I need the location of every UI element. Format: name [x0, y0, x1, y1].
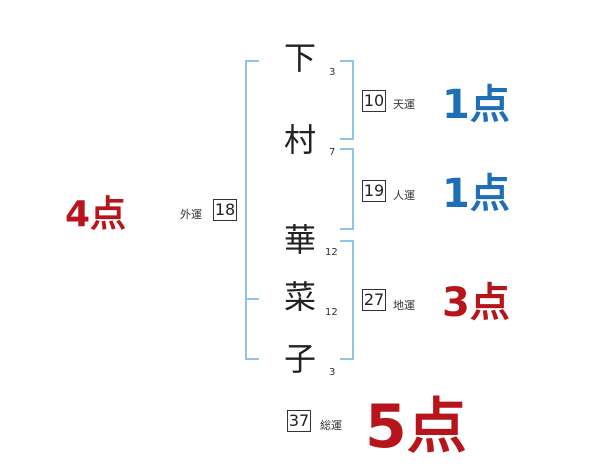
name-char-5: 子	[284, 340, 317, 378]
chiun-score: 3点	[442, 280, 510, 326]
chiun-bracket-top	[340, 240, 354, 242]
outer-bracket-vertical	[245, 60, 247, 360]
name-char-3: 華	[284, 221, 317, 259]
name-char-2: 村	[284, 121, 317, 159]
jinun-score: 1点	[442, 171, 510, 217]
tenun-score: 1点	[442, 82, 510, 128]
tenun-bracket-bottom	[340, 138, 354, 140]
name-char-4: 菜	[284, 278, 317, 316]
tenun-label: 天運	[393, 98, 415, 111]
jinun-bracket-vertical	[352, 148, 354, 230]
chiun-bracket-vertical	[352, 240, 354, 360]
stroke-count-3: 12	[325, 247, 338, 258]
souun-score: 5点	[365, 392, 467, 462]
tenun-bracket-vertical	[352, 60, 354, 140]
gaiun-value-box: 18	[213, 199, 237, 221]
chiun-bracket-bottom	[340, 358, 354, 360]
souun-label: 総運	[320, 419, 342, 432]
jinun-bracket-top	[340, 148, 354, 150]
outer-bracket-bottom	[245, 358, 259, 360]
stroke-count-4: 12	[325, 307, 338, 318]
gaiun-score: 4点	[65, 194, 127, 235]
chiun-label: 地運	[393, 299, 415, 312]
outer-bracket-mid	[245, 298, 259, 300]
chiun-value-box: 27	[362, 289, 386, 311]
souun-value-box: 37	[287, 410, 311, 432]
outer-bracket-top	[245, 60, 259, 62]
tenun-bracket-top	[340, 60, 354, 62]
stroke-count-2: 7	[329, 147, 336, 158]
name-char-1: 下	[284, 39, 317, 77]
jinun-label: 人運	[393, 189, 415, 202]
stroke-count-5: 3	[329, 367, 336, 378]
jinun-bracket-bottom	[340, 228, 354, 230]
jinun-value-box: 19	[362, 180, 386, 202]
gaiun-label: 外運	[180, 208, 202, 221]
tenun-value-box: 10	[362, 90, 386, 112]
stroke-count-1: 3	[329, 67, 336, 78]
